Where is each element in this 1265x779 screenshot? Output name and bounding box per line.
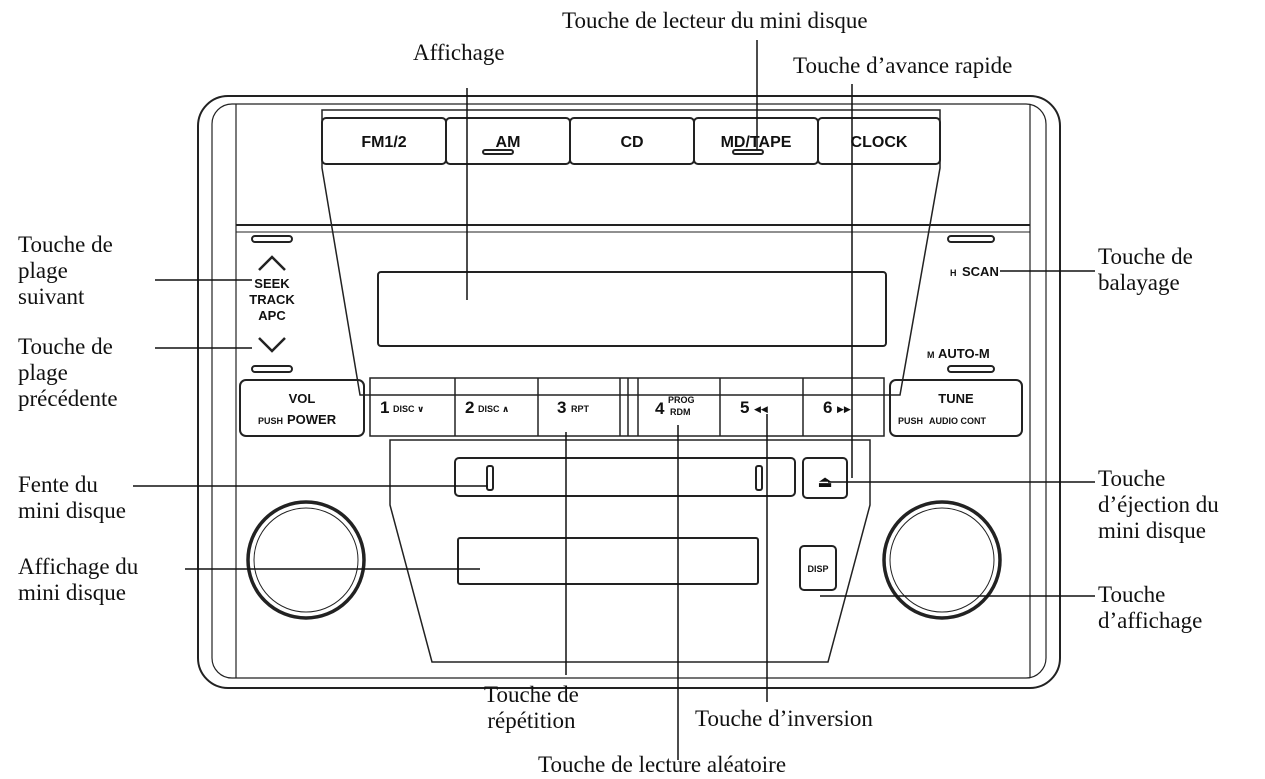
tune-button[interactable] bbox=[889, 379, 1023, 437]
fm-button-label: FM1/2 bbox=[361, 134, 406, 151]
callout-display: Affichage bbox=[413, 40, 505, 65]
audio-cont-label: AUDIO CONT bbox=[929, 416, 986, 426]
outer-housing bbox=[197, 95, 1061, 689]
tune-knob[interactable] bbox=[882, 500, 1002, 620]
preset-4-label-top: PROG bbox=[668, 395, 695, 405]
callout-reverse-button: Touche d’inversion bbox=[695, 706, 873, 731]
track-label: TRACK bbox=[249, 292, 295, 307]
preset-6-label: ▶▶ bbox=[837, 404, 851, 414]
callout-md-display: Affichage du mini disque bbox=[18, 554, 139, 605]
md-display bbox=[457, 537, 759, 585]
am-button-label: AM bbox=[496, 134, 521, 151]
apc-label: APC bbox=[258, 308, 286, 323]
tune-label: TUNE bbox=[938, 391, 974, 406]
vol-label: VOL bbox=[289, 391, 316, 406]
callout-md-slot: Fente du mini disque bbox=[18, 472, 126, 523]
preset-4-number: 4 bbox=[655, 399, 665, 418]
callout-display-button: Touche d’affichage bbox=[1098, 582, 1203, 633]
main-display bbox=[377, 271, 887, 347]
auto-m-label: AUTO-M bbox=[938, 346, 990, 361]
callout-md-eject-button: Touche d’éjection du mini disque bbox=[1098, 466, 1219, 543]
preset-6-number: 6 bbox=[823, 398, 832, 417]
md-slot bbox=[454, 457, 796, 497]
vol-push-label: PUSH bbox=[258, 416, 283, 426]
preset-1-label: DISC ∨ bbox=[393, 404, 424, 414]
tune-push-label: PUSH bbox=[898, 416, 923, 426]
callout-fast-forward-button: Touche d’avance rapide bbox=[793, 53, 1013, 78]
seek-label: SEEK bbox=[254, 276, 290, 291]
eject-button[interactable] bbox=[802, 457, 848, 499]
disp-button[interactable] bbox=[799, 545, 837, 591]
callout-previous-track-button: Touche de plage précédente bbox=[18, 334, 118, 411]
preset-4-label-bottom: RDM bbox=[670, 407, 691, 417]
preset-2-label: DISC ∧ bbox=[478, 404, 509, 414]
scan-label: SCAN bbox=[962, 264, 999, 279]
callout-scan-button: Touche de balayage bbox=[1098, 244, 1193, 295]
power-label: POWER bbox=[287, 412, 337, 427]
clock-button-label: CLOCK bbox=[851, 134, 908, 151]
preset-2-number: 2 bbox=[465, 398, 474, 417]
eject-icon: ⏏ bbox=[817, 474, 832, 491]
callout-random-button: Touche de lecture aléatoire bbox=[538, 752, 787, 777]
vol-button[interactable] bbox=[239, 379, 365, 437]
preset-5-label: ◀◀ bbox=[754, 404, 768, 414]
scan-prefix: H bbox=[950, 268, 957, 278]
preset-3-label: RPT bbox=[571, 404, 590, 414]
callout-repeat-button: Touche de répétition bbox=[484, 682, 579, 733]
preset-1-number: 1 bbox=[380, 398, 389, 417]
cd-button-label: CD bbox=[620, 134, 643, 151]
clock-button[interactable] bbox=[817, 117, 941, 165]
md-tape-button-label: MD/TAPE bbox=[721, 134, 792, 151]
disp-label: DISP bbox=[807, 564, 828, 574]
preset-5-number: 5 bbox=[740, 398, 749, 417]
auto-m-prefix: M bbox=[927, 350, 935, 360]
callout-md-player-button: Touche de lecteur du mini disque bbox=[562, 8, 868, 33]
preset-3-number: 3 bbox=[557, 398, 566, 417]
volume-knob[interactable] bbox=[246, 500, 366, 620]
callout-next-track-button: Touche de plage suivant bbox=[18, 232, 113, 309]
